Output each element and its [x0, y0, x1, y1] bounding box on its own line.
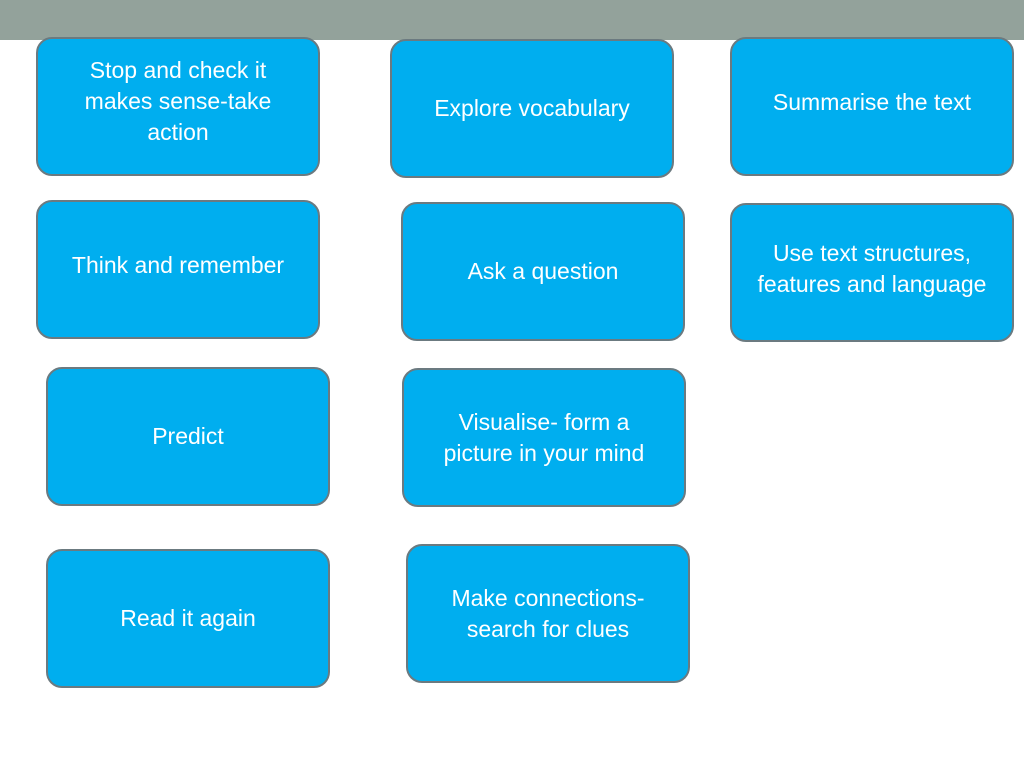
card-summarise-the-text: Summarise the text: [730, 37, 1014, 176]
card-text-structures-label: Use text structures, features and langua…: [757, 239, 987, 297]
card-read-it-again: Read it again: [46, 549, 330, 688]
card-think-and-remember-label: Think and remember: [71, 252, 285, 278]
card-ask-a-question-label: Ask a question: [467, 258, 619, 284]
card-visualise: Visualise- form a picture in your mind: [402, 368, 686, 507]
card-think-and-remember: Think and remember: [36, 200, 320, 339]
card-predict: Predict: [46, 367, 330, 506]
card-summarise-the-text-label: Summarise the text: [772, 89, 972, 115]
card-make-connections: Make connections- search for clues: [406, 544, 690, 683]
card-text-structures: Use text structures, features and langua…: [730, 203, 1014, 342]
header-bar: [0, 0, 1024, 40]
card-stop-and-check: Stop and check it makes sense-take actio…: [36, 37, 320, 176]
card-explore-vocabulary: Explore vocabulary: [390, 39, 674, 178]
card-visualise-label: Visualise- form a picture in your mind: [443, 408, 645, 466]
card-read-it-again-label: Read it again: [120, 605, 256, 631]
card-predict-label: Predict: [152, 423, 224, 449]
card-stop-and-check-label: Stop and check it makes sense-take actio…: [84, 57, 272, 145]
card-make-connections-label: Make connections- search for clues: [451, 584, 645, 642]
card-explore-vocabulary-label: Explore vocabulary: [434, 95, 630, 121]
card-ask-a-question: Ask a question: [401, 202, 685, 341]
